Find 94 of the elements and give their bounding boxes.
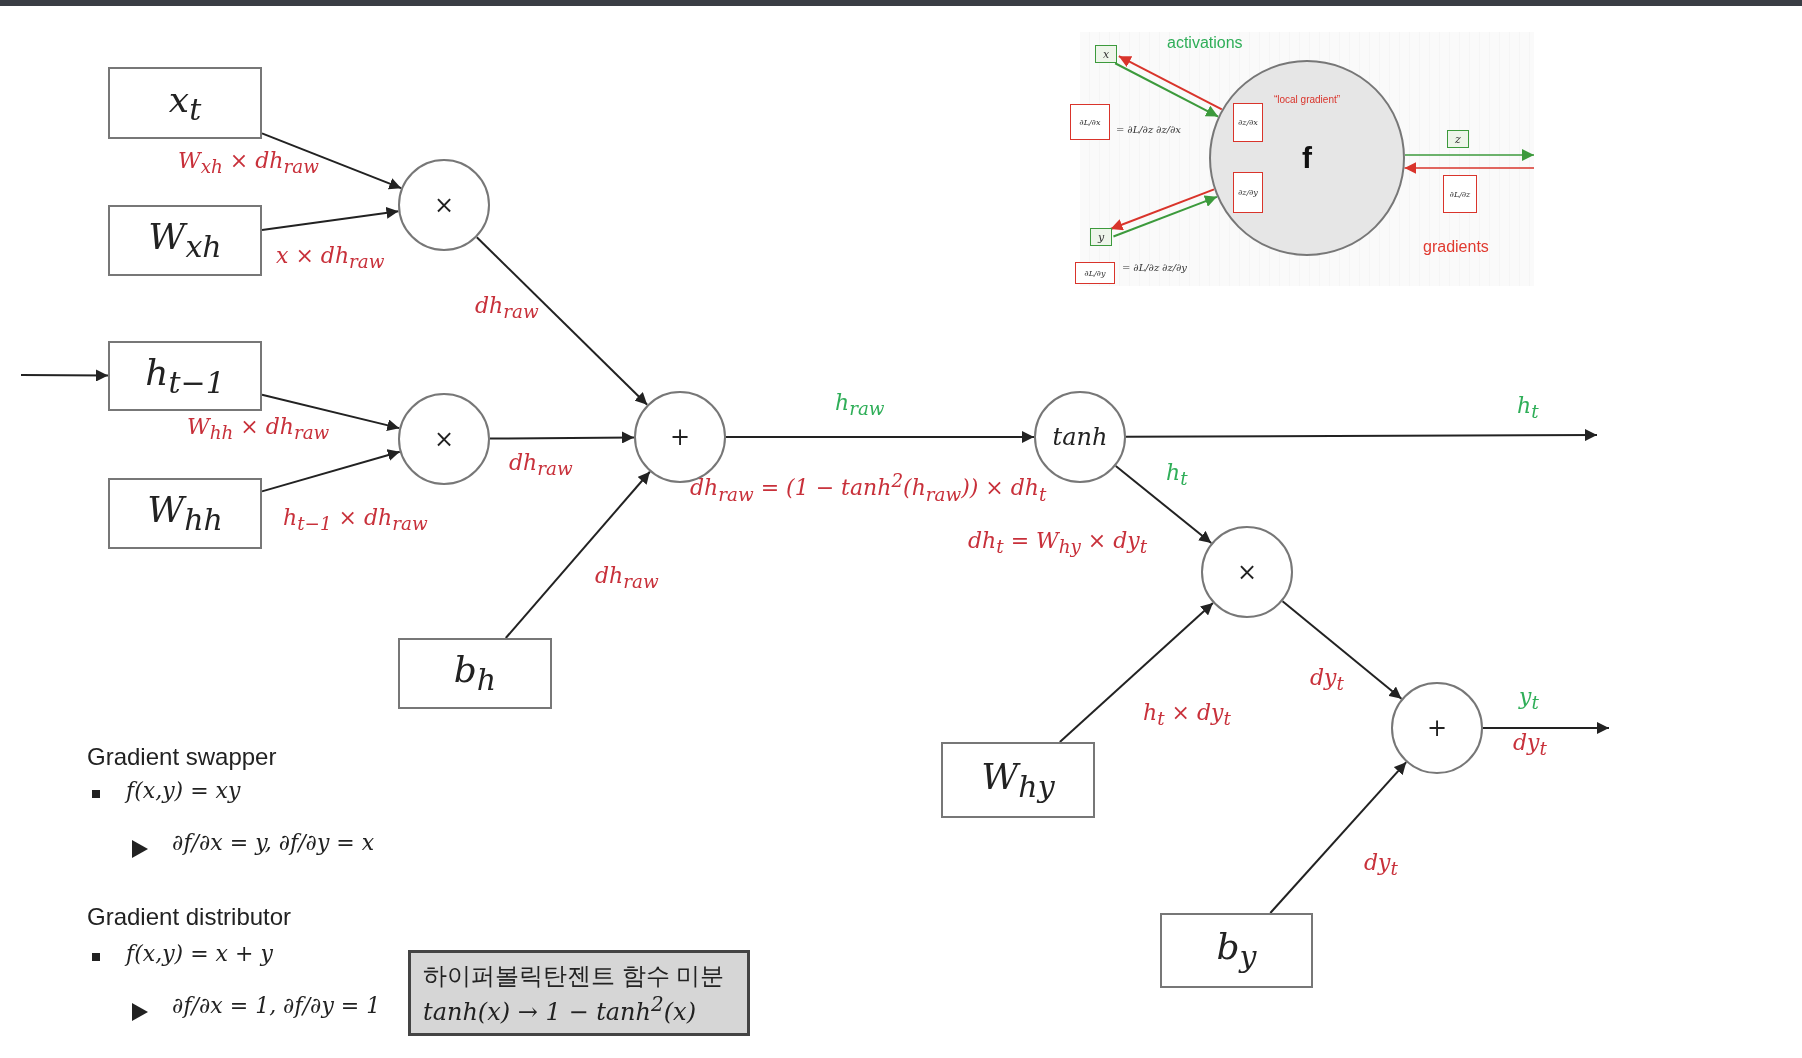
derivative-box xyxy=(1443,175,1477,213)
arrow xyxy=(261,393,401,432)
variable-label: b$_{h}$ xyxy=(453,649,497,698)
arrow xyxy=(1112,195,1218,238)
symbol-label: z xyxy=(1455,132,1461,146)
variable-box xyxy=(1160,913,1313,988)
variable-label: x$_{t}$ xyxy=(168,78,202,128)
edge-label: h$_{t}$ xyxy=(1166,460,1188,490)
derivative-label: ∂L/∂x xyxy=(1079,117,1101,127)
heading-text: Gradient swapper xyxy=(87,743,277,771)
function-label: f xyxy=(1302,141,1312,175)
variable-label: W$_{hy}$ xyxy=(981,755,1055,805)
variable-box xyxy=(941,742,1095,818)
edge-label: dy$_{t}$ xyxy=(1364,850,1398,880)
arrow xyxy=(725,431,1035,443)
variable-box xyxy=(398,638,552,709)
legend-text: gradients xyxy=(1423,238,1489,256)
variable-box xyxy=(108,341,262,411)
arrow xyxy=(261,449,401,493)
operator-label: tanh xyxy=(1052,423,1108,451)
formula-text: dh$_{raw}$ = (1 − tanh$^{2}$(h$_{raw}$)) × dh$_{t}$ xyxy=(690,470,1047,505)
arrow xyxy=(1114,62,1220,118)
arrow xyxy=(1404,149,1535,161)
edge-label: dy$_{t}$ xyxy=(1310,665,1344,695)
formula-text: dh$_{t}$ = W$_{hy}$ × dy$_{t}$ xyxy=(968,528,1148,558)
variable-label: W$_{xh}$ xyxy=(148,216,222,265)
operator-label: × xyxy=(433,191,455,219)
formula-text: ∂f/∂x = y, ∂f/∂y = x xyxy=(172,830,375,855)
derivative-label: ∂z/∂x xyxy=(1238,118,1258,127)
derivative-box xyxy=(1070,104,1110,140)
operator-label: × xyxy=(433,425,455,453)
arrow xyxy=(489,431,635,444)
arrow xyxy=(504,470,651,639)
derivative-label: ∂L/∂y xyxy=(1084,268,1106,278)
derivative-label: ∂z/∂y xyxy=(1238,188,1258,197)
derivative-box xyxy=(1233,172,1263,213)
operation-circle xyxy=(398,393,490,485)
edge-label: W$_{xh}$ × dh$_{raw}$ xyxy=(178,148,319,178)
variable-label: b$_{y}$ xyxy=(1216,926,1257,975)
arrow xyxy=(1114,464,1213,545)
edge-label: x × dh$_{raw}$ xyxy=(276,243,385,273)
symbol-label: x xyxy=(1102,47,1110,61)
derivative-box xyxy=(1233,103,1263,142)
variable-box xyxy=(108,67,262,139)
annotation-text: “local gradient” xyxy=(1273,94,1341,105)
variable-box xyxy=(108,478,262,549)
edge-label: h$_{raw}$ xyxy=(835,390,885,420)
edge-label: h$_{t}$ xyxy=(1517,393,1539,423)
function-circle xyxy=(1209,60,1405,256)
edge-label: h$_{t}$ × dy$_{t}$ xyxy=(1143,700,1231,730)
formula-text: = ∂L/∂z ∂z/∂y xyxy=(1122,262,1187,273)
heading-text: Gradient distributor xyxy=(87,903,292,931)
operator-label: + xyxy=(1426,714,1448,742)
edge-label: dh$_{raw}$ xyxy=(595,563,659,593)
note-text: tanh(x) → 1 − tanh$^{2}$(x) xyxy=(423,992,696,1026)
arrow xyxy=(1269,761,1408,914)
arrow xyxy=(261,132,403,190)
operation-circle xyxy=(398,159,490,251)
operation-circle xyxy=(1391,682,1483,774)
arrow xyxy=(1109,188,1216,231)
operator-label: × xyxy=(1236,558,1258,586)
formula-text: ∂f/∂x = 1, ∂f/∂y = 1 xyxy=(172,993,381,1018)
symbol-box xyxy=(1090,228,1112,246)
variable-label: W$_{hh}$ xyxy=(147,489,223,538)
arrow xyxy=(20,369,109,382)
formula-text: f(x,y) = xy xyxy=(126,778,241,803)
arrow xyxy=(261,206,400,231)
variable-label: h$_{t−1}$ xyxy=(145,351,225,401)
derivative-box xyxy=(1075,262,1115,284)
variable-box xyxy=(108,205,262,276)
edge-label: y$_{t}$ xyxy=(1519,684,1539,714)
edge-label: h$_{t−1}$ × dh$_{raw}$ xyxy=(283,505,428,535)
edge-label: W$_{hh}$ × dh$_{raw}$ xyxy=(187,414,330,444)
arrow xyxy=(1117,55,1223,111)
formula-text: f(x,y) = x + y xyxy=(126,941,273,966)
arrow xyxy=(1482,722,1610,734)
note-text: 하이퍼볼릭탄젠트 함수 미분 xyxy=(423,961,725,991)
operator-label: + xyxy=(669,423,691,451)
edge-label: dh$_{raw}$ xyxy=(475,293,539,323)
formula-text: = ∂L/∂z ∂z/∂x xyxy=(1116,124,1181,135)
arrow xyxy=(475,236,649,406)
edge-label: dh$_{raw}$ xyxy=(509,450,573,480)
symbol-box xyxy=(1447,130,1469,148)
symbol-label: y xyxy=(1097,230,1105,244)
arrow xyxy=(1281,600,1403,700)
note-box xyxy=(408,950,750,1036)
gradient-label: dy$_{t}$ xyxy=(1513,730,1547,760)
legend-text: activations xyxy=(1167,34,1243,52)
arrow xyxy=(1403,162,1535,175)
arrow xyxy=(1058,601,1214,743)
symbol-box xyxy=(1095,45,1117,63)
arrow xyxy=(1125,429,1598,442)
operation-circle xyxy=(1201,526,1293,618)
derivative-label: ∂L/∂z xyxy=(1449,189,1471,199)
